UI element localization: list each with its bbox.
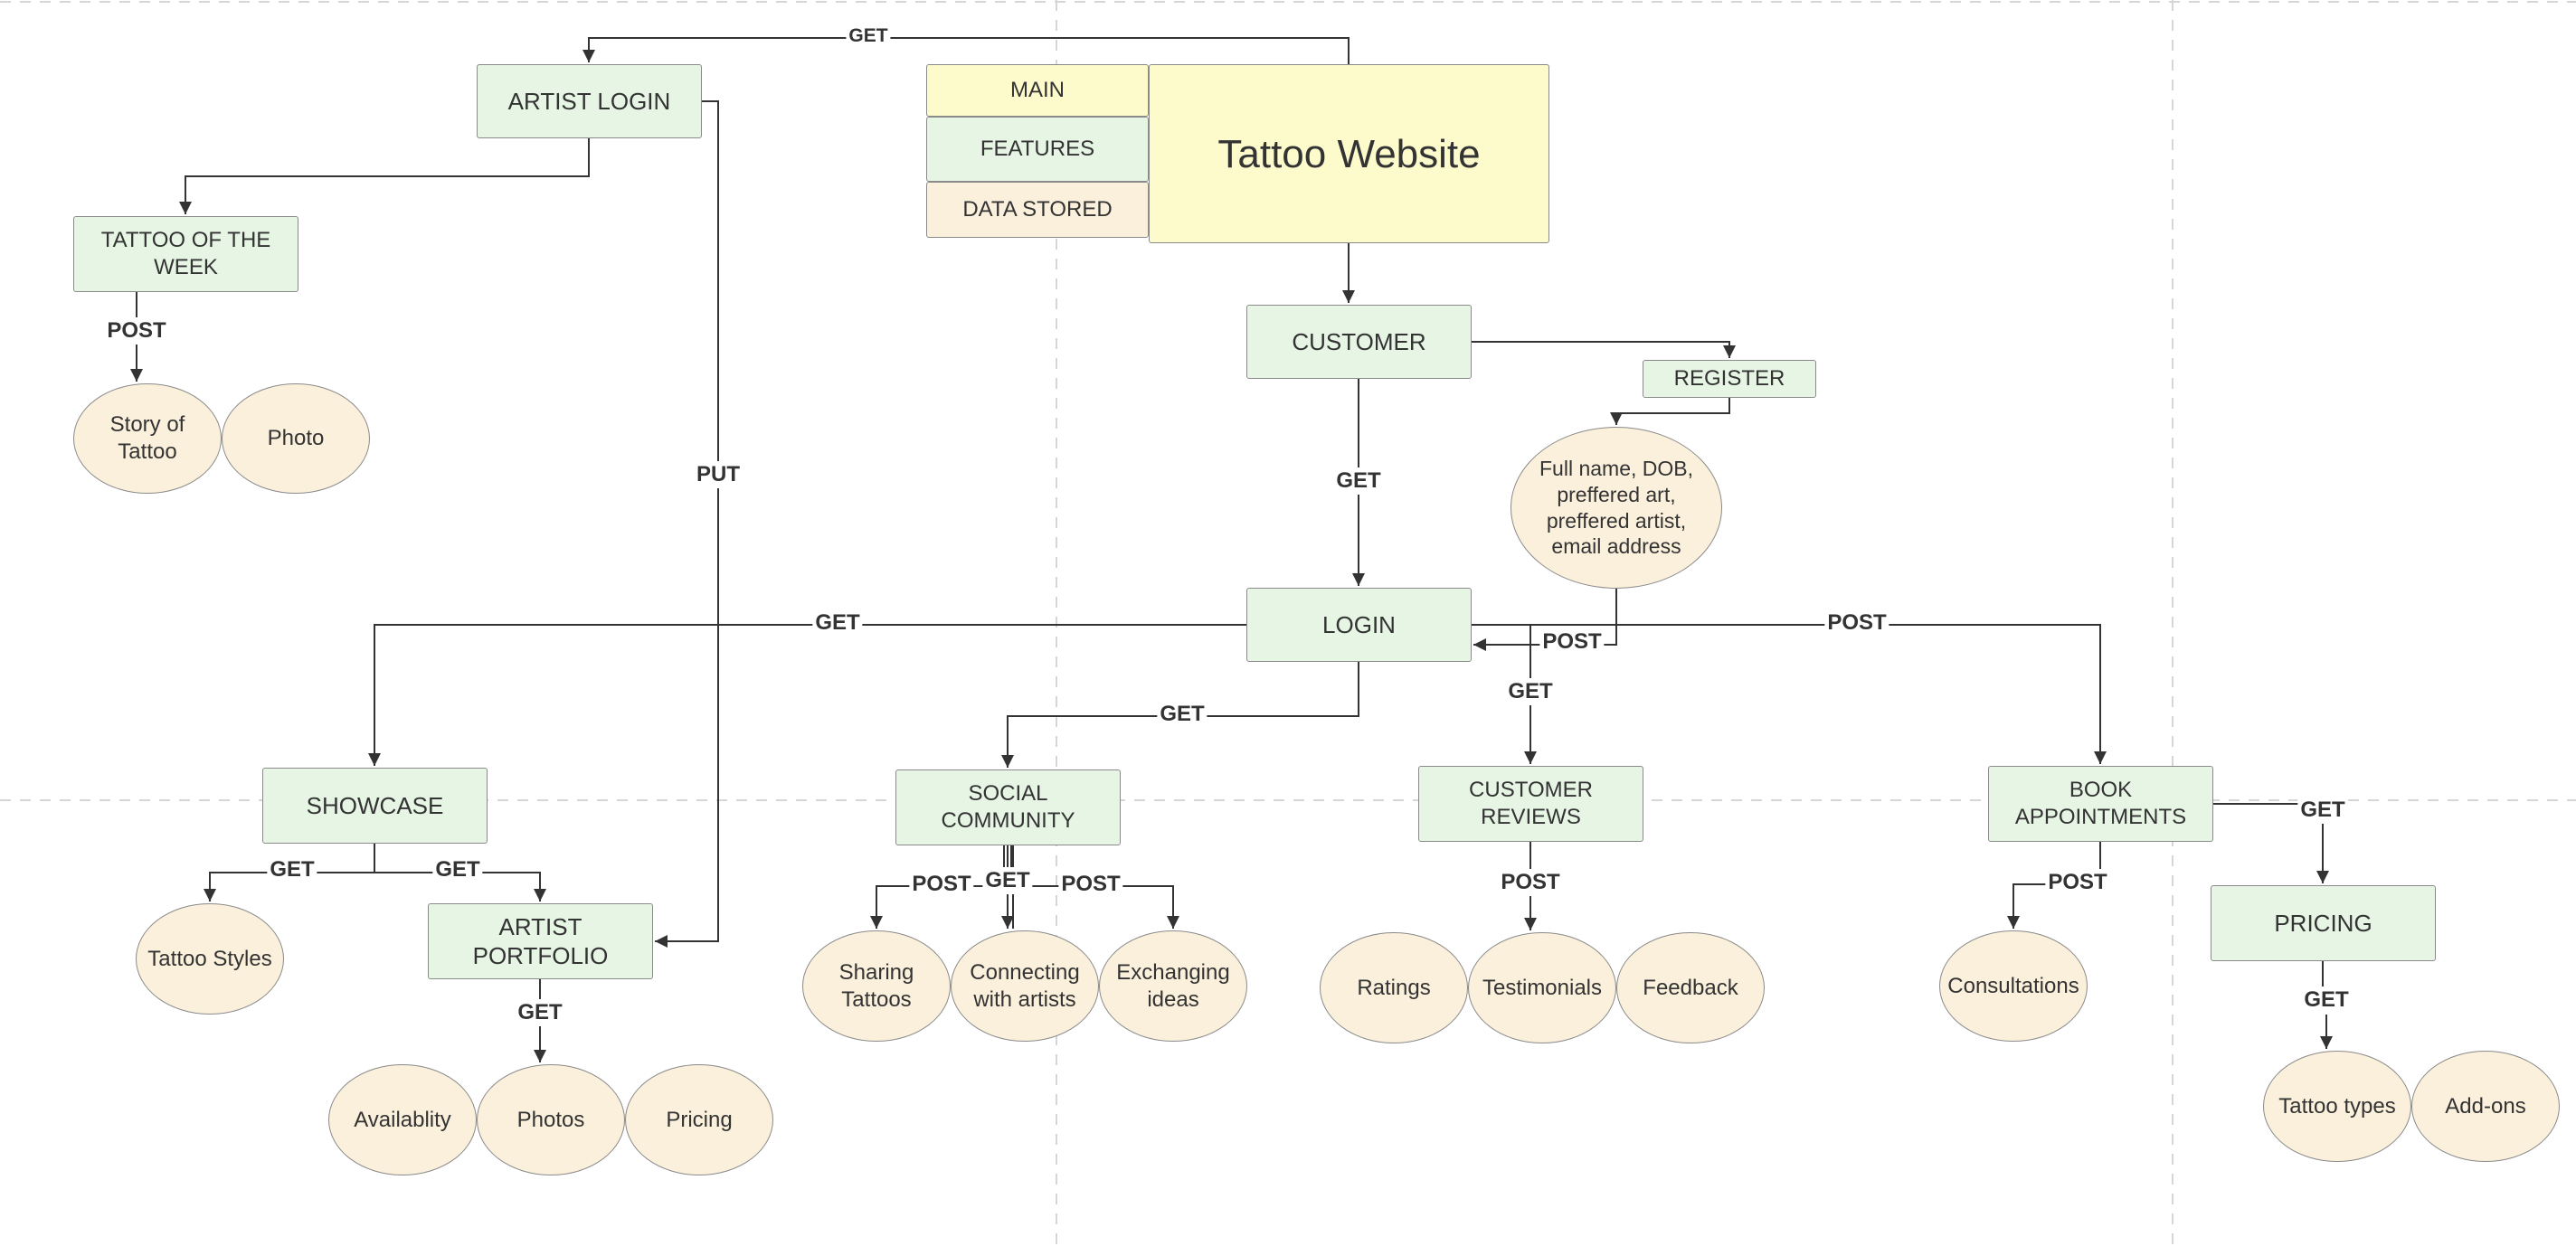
edge-label-login-to-showcase: GET [812,609,863,637]
edge-label-portfolio-to-items: GET [515,999,565,1026]
add-ons-oval: Add-ons [2411,1051,2560,1162]
edge-label-login-to-book: POST [1824,609,1889,637]
edge-label-title-to-artist-login: GET [846,24,891,48]
sharing-tattoos-oval: Sharing Tattoos [802,930,951,1042]
edge-label-showcase-to-portfolio: GET [432,856,483,883]
book-appointments-node[interactable]: BOOK APPOINTMENTS [1988,766,2213,842]
feedback-oval: Feedback [1616,932,1765,1043]
customer-reviews-node[interactable]: CUSTOMER REVIEWS [1418,766,1643,842]
connecting-with-artists-oval: Connecting with artists [951,930,1099,1042]
consultations-oval: Consultations [1939,930,2088,1042]
connector-login-to-book [1472,624,2107,764]
edge-label-pricing-to-items: GET [2301,986,2352,1014]
edge-label-book-to-pricing: GET [2297,797,2348,824]
artist-portfolio-node[interactable]: ARTIST PORTFOLIO [428,903,653,979]
portfolio-pricing-oval: Pricing [625,1064,773,1175]
ratings-oval: Ratings [1320,932,1468,1043]
login-node[interactable]: LOGIN [1246,588,1472,662]
edge-label-reviews-to-items: POST [1498,869,1563,896]
edge-label-social-connecting: GET [982,867,1033,894]
connector-details-to-login [1473,589,1617,651]
social-community-node[interactable]: SOCIAL COMMUNITY [895,769,1121,845]
connector-title-to-artist-login [582,37,1350,64]
edge-label-book-to-consultations: POST [2045,869,2110,896]
legend-features: FEATURES [926,117,1149,182]
title-node[interactable]: Tattoo Website [1149,64,1549,243]
tattoo-styles-oval: Tattoo Styles [136,903,284,1015]
legend-data-stored: DATA STORED [926,182,1149,238]
edge-label-social-exchanging: POST [1058,871,1123,898]
connector-register-to-details [1610,398,1730,425]
tattoo-types-oval: Tattoo types [2263,1051,2411,1162]
edge-label-social-sharing: POST [909,871,974,898]
connector-customer-to-register [1472,341,1736,358]
photo-oval: Photo [222,383,370,494]
connector-artist-login-to-portfolio [655,100,719,948]
edge-label-register-to-login: POST [1539,628,1605,656]
pricing-node[interactable]: PRICING [2211,885,2436,961]
legend-main: MAIN [926,64,1149,117]
exchanging-ideas-oval: Exchanging ideas [1099,930,1247,1042]
tattoo-of-the-week-node[interactable]: TATTOO OF THE WEEK [73,216,298,292]
customer-node[interactable]: CUSTOMER [1246,305,1472,379]
availablity-oval: Availablity [328,1064,477,1175]
connector-login-to-showcase [368,624,1246,766]
edge-label-login-to-reviews: GET [1505,678,1556,705]
connector-artist-login-to-tattoo-week [179,138,590,214]
testimonials-oval: Testimonials [1468,932,1616,1043]
story-of-tattoo-oval: Story of Tattoo [73,383,222,494]
connector-showcase-to-portfolio [374,872,546,901]
edge-label-artist-login-to-portfolio: PUT [694,461,743,488]
edge-label-tattoo-week-to-story: POST [104,317,169,345]
register-details-oval: Full name, DOB, preffered art, preffered… [1511,427,1722,589]
register-node[interactable]: REGISTER [1643,360,1816,398]
showcase-node[interactable]: SHOWCASE [262,768,488,844]
edge-label-customer-to-login: GET [1333,467,1384,495]
photos-oval: Photos [477,1064,625,1175]
edge-label-showcase-to-styles: GET [267,856,317,883]
edge-label-login-to-social: GET [1157,701,1208,728]
artist-login-node[interactable]: ARTIST LOGIN [477,64,702,138]
